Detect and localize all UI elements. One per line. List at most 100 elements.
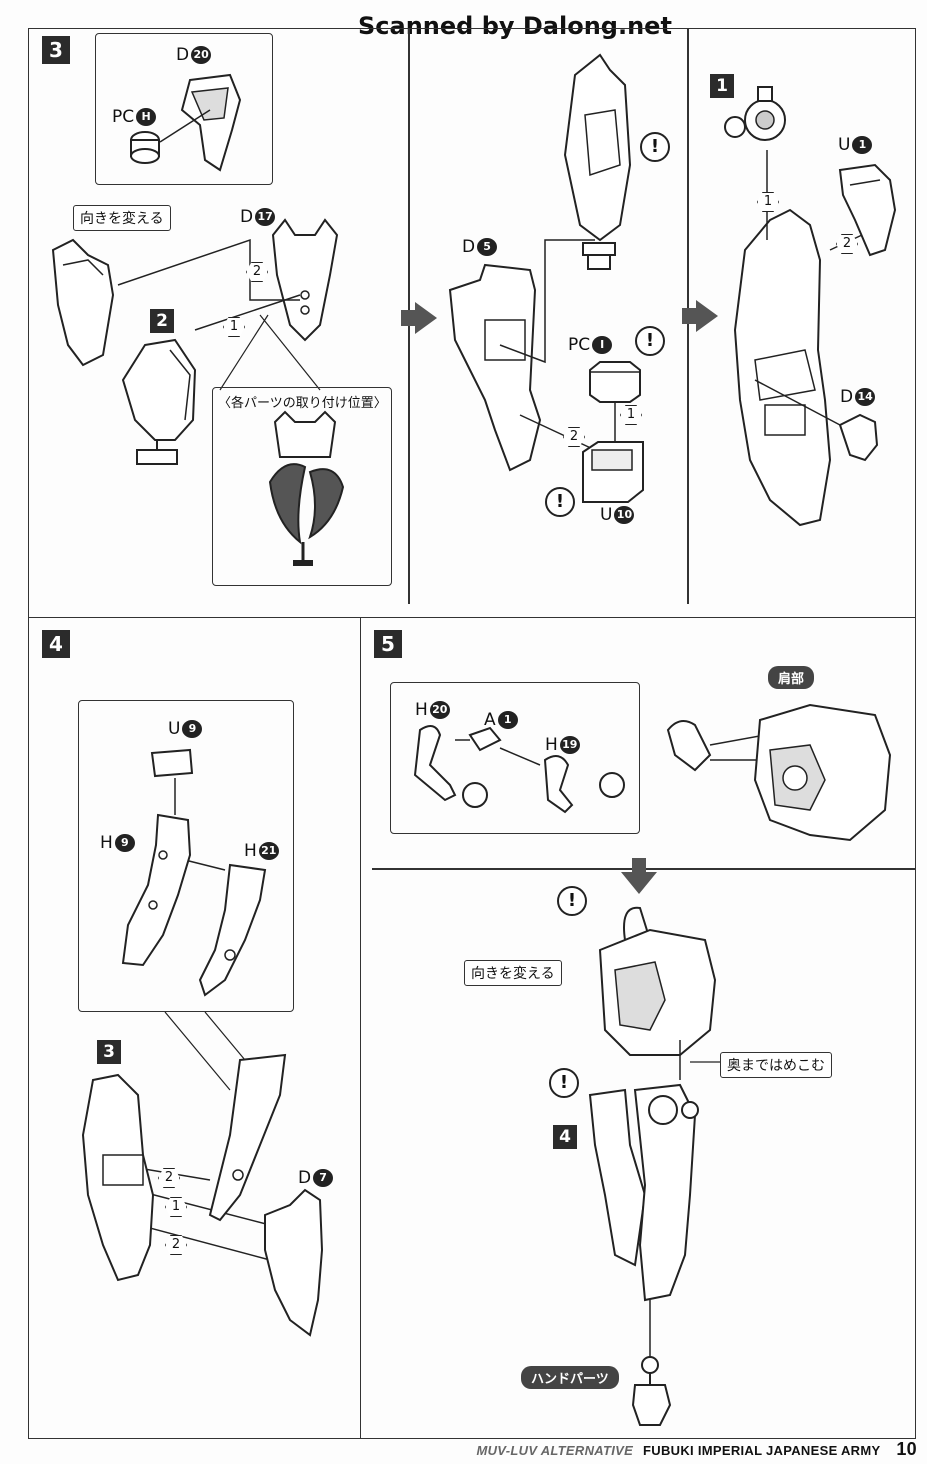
- part-number: 5: [477, 238, 498, 256]
- part-u9-drawing: [150, 748, 194, 778]
- step-hex: 1: [223, 317, 245, 337]
- part-leg-drawing: [81, 1073, 155, 1282]
- caution-icon: !: [557, 886, 587, 916]
- part-number: 21: [258, 842, 279, 860]
- part-pci-drawing: [589, 361, 641, 403]
- part-arm-upper-drawing: [563, 53, 632, 270]
- part-letter: U: [600, 505, 613, 525]
- part-letter: H: [244, 841, 257, 861]
- part-number: I: [592, 336, 613, 354]
- part-u1-drawing: [838, 163, 897, 257]
- caution-icon: !: [640, 132, 670, 162]
- part-number: 9: [114, 834, 135, 852]
- caution-icon: !: [549, 1068, 579, 1098]
- part-number: 7: [313, 1169, 334, 1187]
- sub-step-number: 2: [150, 309, 174, 333]
- series-name: MUV-LUV ALTERNATIVE: [476, 1443, 634, 1458]
- part-d5-drawing: [448, 263, 542, 472]
- step5-small-parts-drawing: [413, 725, 625, 814]
- part-number: 10: [614, 506, 635, 524]
- hand-part-drawing: [631, 1356, 672, 1426]
- detail-box: [78, 700, 294, 1012]
- caution-icon: !: [545, 487, 575, 517]
- step-hex: 1: [620, 405, 642, 425]
- hand-parts-label: ハンドパーツ: [521, 1366, 619, 1389]
- part-d17-drawing: [271, 218, 339, 342]
- step-number: 3: [42, 36, 70, 64]
- flow-arrow: [621, 858, 657, 894]
- part-head-drawing: [51, 238, 115, 367]
- callout-title: 〈各パーツの取り付け位置〉: [218, 396, 387, 411]
- step-number: 4: [42, 630, 70, 658]
- step-hex: 2: [246, 262, 268, 282]
- part-joint-drawing: [724, 86, 786, 141]
- part-number: 17: [255, 208, 276, 226]
- step-hex: 2: [158, 1168, 180, 1188]
- part-letter: A: [484, 710, 496, 730]
- part-number: 1: [497, 711, 518, 729]
- part-d14-drawing: [838, 413, 879, 462]
- part-letter: U: [838, 135, 851, 155]
- step5-shoulder-assembly-drawing: [598, 906, 717, 1056]
- part-shield-drawing: [121, 338, 197, 465]
- step5-frame: [360, 617, 916, 1439]
- sub-step-number: 1: [710, 74, 734, 98]
- shoulder-label: 肩部: [768, 666, 815, 689]
- part-letter: PC: [112, 107, 135, 127]
- part-letter: D: [176, 45, 190, 65]
- flow-arrow: [401, 302, 437, 334]
- part-letter: H: [545, 735, 558, 755]
- assembly-lines-b: [499, 239, 616, 451]
- part-number: 14: [855, 388, 876, 406]
- step-hex: 2: [165, 1235, 187, 1255]
- part-letter: D: [298, 1168, 312, 1188]
- step5-shoulder-drawing: [666, 703, 892, 842]
- part-number: H: [136, 108, 157, 126]
- step-hex: 2: [563, 427, 585, 447]
- part-number: 1: [852, 136, 873, 154]
- part-number: 20: [429, 701, 450, 719]
- step-hex: 2: [836, 234, 858, 254]
- step-hex: 1: [165, 1197, 187, 1217]
- part-d20-drawing: [130, 73, 242, 172]
- caution-icon: !: [635, 326, 665, 356]
- part-letter: D: [840, 387, 854, 407]
- part-number: 20: [191, 46, 212, 64]
- detail-box: [95, 33, 273, 185]
- note-push: 奥まではめこむ: [720, 1052, 832, 1078]
- part-u10-drawing: [582, 441, 644, 503]
- page-number: 10: [896, 1439, 917, 1459]
- sub-step-number: 4: [553, 1125, 577, 1149]
- part-armor-drawing: [208, 1053, 287, 1222]
- part-number: 9: [182, 720, 203, 738]
- part-h9-drawing: [121, 813, 192, 967]
- part-arm-assembly-drawing: [733, 208, 832, 527]
- note-turn: 向きを変える: [464, 960, 562, 986]
- sub-step-number: 3: [97, 1040, 121, 1064]
- model-title: FUBUKI IMPERIAL JAPANESE ARMY: [643, 1443, 881, 1458]
- step-number: 5: [374, 630, 402, 658]
- page-footer: MUV-LUV ALTERNATIVE FUBUKI IMPERIAL JAPA…: [476, 1439, 917, 1460]
- part-letter: D: [240, 207, 254, 227]
- part-letter: U: [168, 719, 181, 739]
- part-h21-drawing: [198, 863, 267, 997]
- part-letter: H: [415, 700, 428, 720]
- part-letter: D: [462, 237, 476, 257]
- step5-arm-assembly-drawing: [588, 1083, 699, 1302]
- part-number: 19: [559, 736, 580, 754]
- part-d7-drawing: [264, 1188, 324, 1337]
